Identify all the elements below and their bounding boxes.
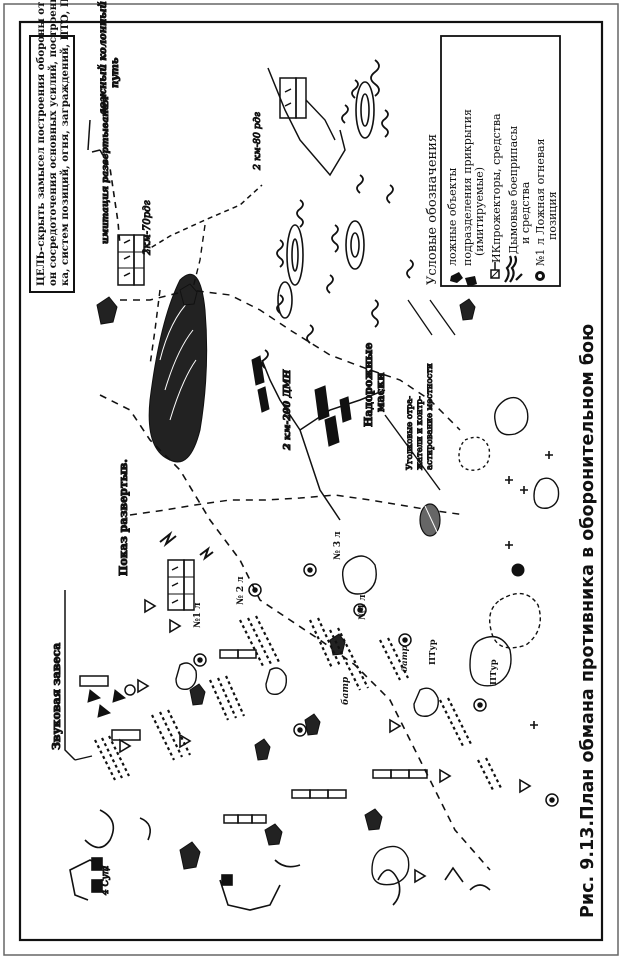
legend-item-label: ложные объекты	[446, 167, 459, 266]
smoke-munitions-icon	[504, 255, 523, 283]
position-n3-label: № 3 л	[333, 531, 343, 560]
road-masks-label-2: маски	[374, 373, 387, 412]
outer-frame	[3, 3, 619, 956]
false-firing-position-marker	[511, 563, 525, 577]
battery-label: батр	[340, 676, 351, 705]
reflectors-label-3: астирование местности	[425, 363, 435, 470]
legend-item-label: и средства	[519, 181, 532, 244]
goal-box	[29, 35, 75, 293]
road-masks-group	[251, 355, 386, 521]
legend-box	[440, 35, 561, 287]
road-masks-label: Надорожные	[362, 343, 375, 427]
false-objects-cluster	[96, 283, 476, 870]
unit-4-label: 4 Сут	[101, 866, 111, 896]
battery-blocks	[219, 649, 428, 824]
ir-searchlight-icon	[490, 262, 500, 279]
column-route-top	[267, 67, 346, 177]
cross-markers	[505, 451, 553, 729]
legend-title: Условые обозначения	[425, 134, 440, 285]
goal-line-1: ЦЕЛЬ-скрыть замысел построения обороны о…	[35, 0, 47, 286]
legend-item-label: Дымовые боеприпасы	[507, 126, 520, 254]
legend-item-false-firing-position: №1 л Ложная огневая позиция	[534, 138, 559, 281]
position-n2-label: № 2 л	[236, 576, 246, 605]
map-body: имитация развертывания 2км-70рдг ложный …	[50, 1, 560, 911]
sound-curtain-label: Звуковая завеса	[50, 643, 63, 750]
bottom-left-units	[69, 809, 491, 911]
deploy-imitation-label: имитация развертывания	[101, 96, 111, 244]
distance-2km-200-label: 2 км-200 ДМН	[282, 369, 293, 451]
ptur-label-2: ПТур	[489, 659, 499, 685]
distance-2km-70-label: 2км-70рдг	[142, 200, 153, 256]
false-column-path-label-2: путь	[110, 57, 121, 88]
legend-area	[432, 36, 562, 286]
reflectors-label-1: Уголковые отра-	[405, 396, 415, 470]
tank-markers	[119, 598, 532, 884]
legend-item-cover-units: подразделения прикрытия (имитируемые)	[461, 109, 486, 287]
imitated-deployment-group	[91, 149, 263, 286]
deploy-show-label: Показ развертыв.	[117, 459, 130, 576]
ptur-label: ПТур	[428, 639, 438, 665]
terrain-outlines-lower	[175, 396, 560, 886]
false-firing-position-icon	[535, 271, 545, 281]
legend-item-label: позиция	[546, 191, 559, 240]
hill-contours	[277, 81, 375, 319]
sound-curtain-group	[64, 590, 141, 761]
goal-line-2: он сосредоточения основных усилий, постр…	[47, 0, 59, 286]
battery-label-2: батр	[399, 645, 410, 672]
deploy-show-group	[159, 530, 214, 611]
legend-item-smoke: Дымовые боеприпасы и средства	[504, 126, 532, 283]
cover-units-icon	[465, 276, 477, 287]
legend-item-label: ИКпрожекторы, средства	[490, 113, 503, 263]
radar-dish-icon	[419, 503, 441, 537]
firing-position-circles	[124, 563, 559, 807]
reflectors-label-2: жатели и контр-	[415, 396, 425, 470]
legend-item-label: подразделения прикрытия	[461, 109, 474, 266]
legend-item-label: (имитируемые)	[473, 167, 486, 256]
position-n4-label: №4 л	[358, 594, 368, 620]
goal-line-3: ка, систем позиций, огня, заграждений, П…	[59, 0, 71, 286]
figure-caption: Рис. 9.13.План обмана противника в оборо…	[578, 324, 598, 918]
legend-item-label: №1 л Ложная огневая	[534, 138, 547, 266]
false-column-path-label: ложный колонный	[98, 1, 109, 116]
distance-2km-80-label: 2 км-80 рдг	[252, 112, 263, 171]
terrain-curls-top	[261, 59, 414, 369]
false-object-icon	[450, 272, 463, 283]
legend-item-ir-searchlights: ИКпрожекторы, средства	[490, 113, 503, 279]
inner-frame	[18, 20, 604, 942]
position-n1-label: №1 л	[193, 602, 203, 628]
legend-item-false-objects: ложные объекты	[446, 167, 463, 283]
smoke-streams	[94, 615, 503, 793]
